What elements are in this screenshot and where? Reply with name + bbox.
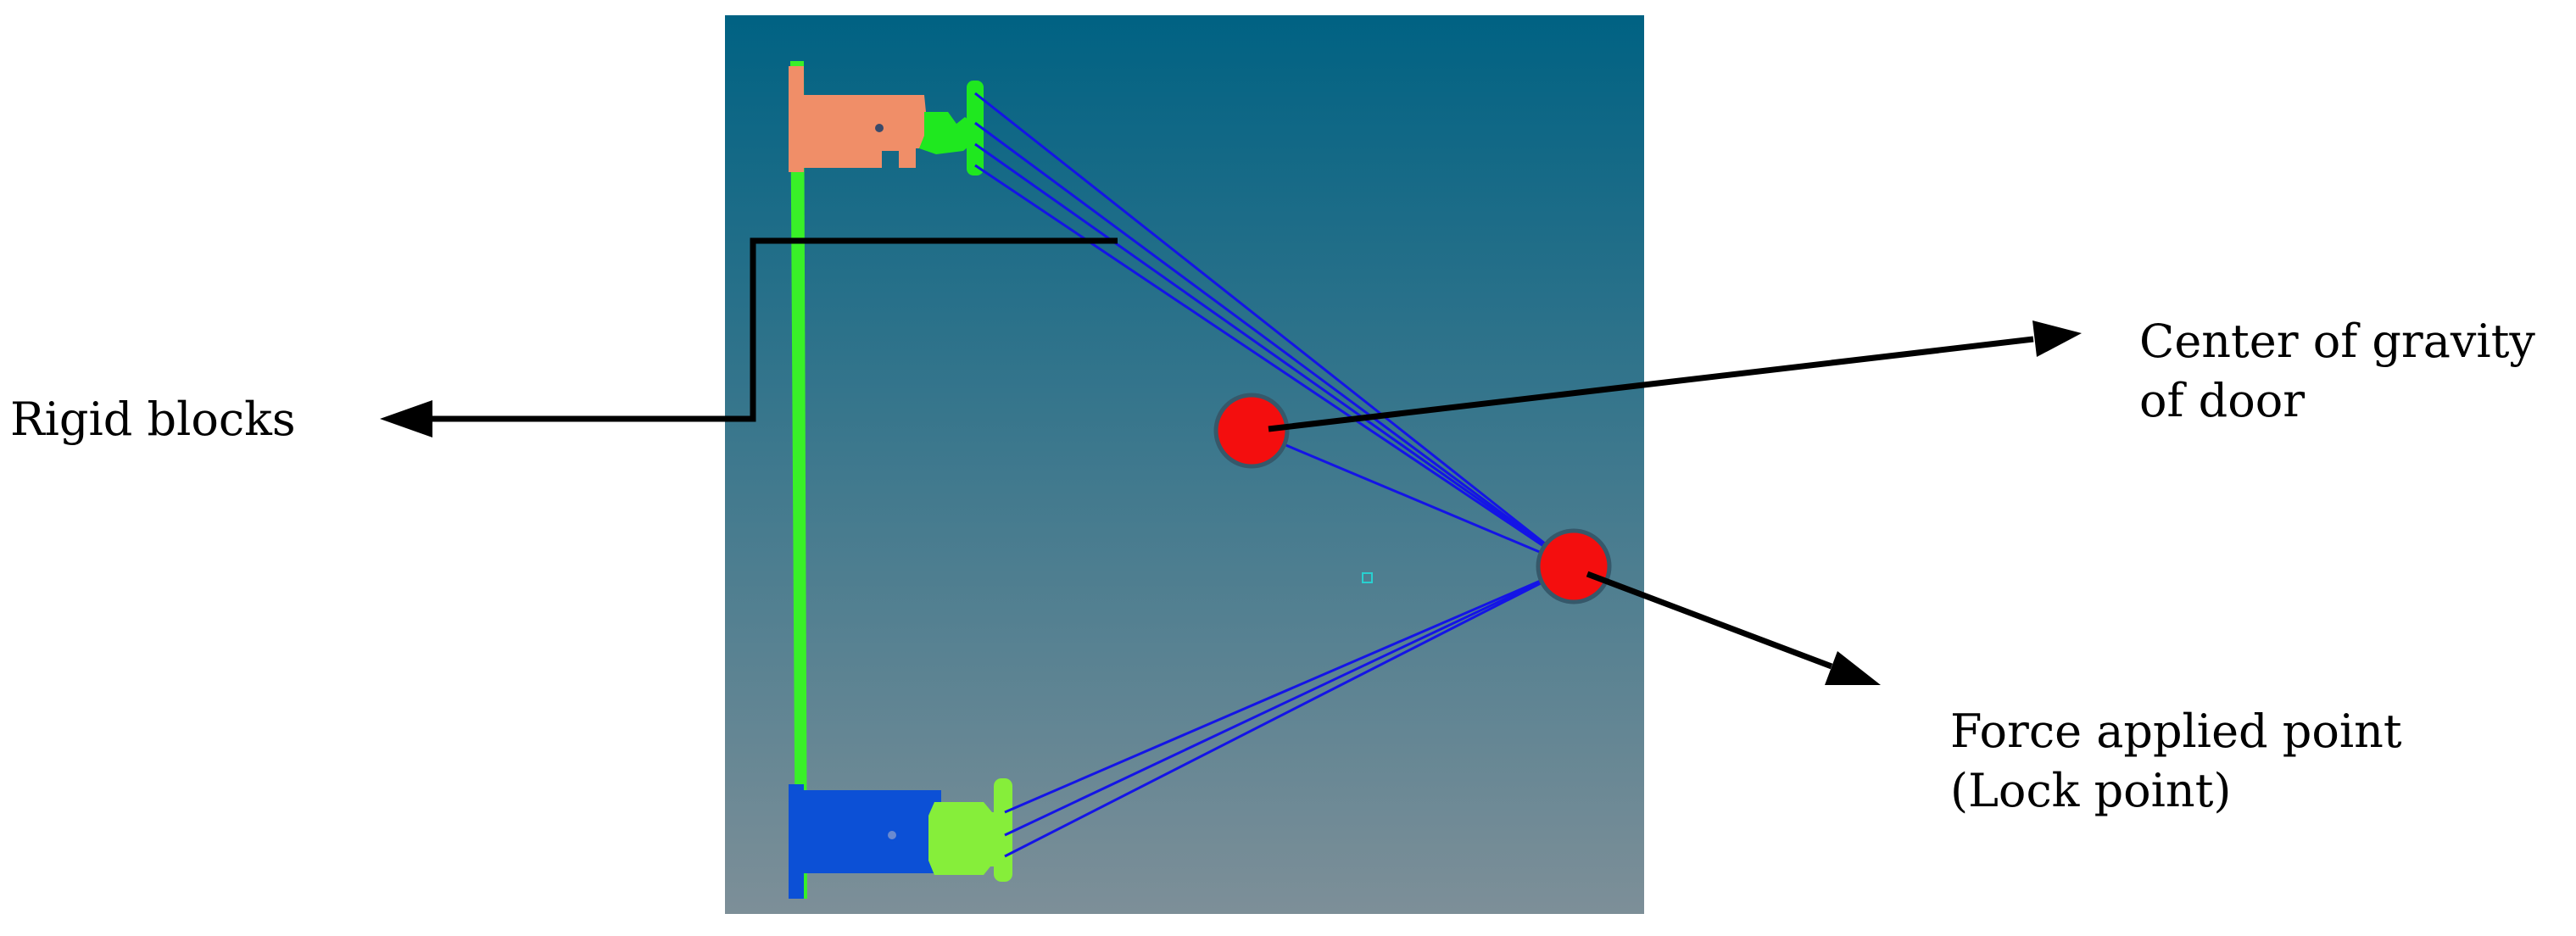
rigid-link-line	[1004, 565, 1575, 814]
force-applied-pointer	[1586, 571, 1881, 685]
rigid-link-line	[974, 121, 1575, 568]
lower-hinge-flange	[994, 778, 1012, 882]
rigid-link-line	[1251, 429, 1575, 568]
upper-hinge	[789, 66, 984, 176]
lower-hinge-block	[801, 790, 950, 873]
lower-hinge-plate	[789, 784, 804, 899]
rigid-link-lines	[974, 92, 1575, 858]
center-of-gravity-label: Center of gravity of door	[2139, 312, 2535, 431]
rigid-link-line	[974, 142, 1575, 568]
force-applied-leader	[1586, 571, 1833, 670]
center-of-gravity-pointer	[1268, 320, 2082, 432]
center-of-gravity-label-line: of door	[2139, 374, 2306, 428]
arrow-icon	[380, 400, 432, 437]
rigid-blocks-leader	[428, 237, 1118, 422]
upper-hinge-block	[801, 95, 943, 168]
upper-hinge-flange	[967, 81, 984, 176]
door-edge	[790, 61, 807, 899]
arrow-icon	[1825, 651, 1881, 685]
center-of-gravity-label-line: Center of gravity	[2139, 315, 2535, 368]
center-of-gravity-marker	[1213, 393, 1290, 469]
rigid-link-line	[974, 92, 1575, 568]
rigid-link-line	[1004, 565, 1575, 837]
rigid-blocks-pointer	[380, 237, 1118, 437]
arrow-icon	[2032, 320, 2082, 357]
lower-hinge-bracket	[928, 802, 1002, 875]
center-of-gravity-leader	[1268, 336, 2034, 432]
force-applied-point-label-line: Force applied point	[1950, 705, 2402, 758]
upper-hinge-plate	[789, 66, 804, 172]
force-applied-point-label-line: (Lock point)	[1950, 764, 2232, 818]
rigid-link-line	[1004, 565, 1575, 858]
rigid-link-line	[974, 164, 1575, 568]
upper-hinge-pin	[943, 127, 967, 139]
small-square-icon	[1362, 572, 1373, 583]
upper-hinge-hole	[875, 124, 884, 132]
lower-hinge-hole	[888, 831, 896, 839]
rigid-blocks-label: Rigid blocks	[10, 393, 296, 446]
lock-point-marker	[1536, 528, 1612, 604]
force-applied-point-label: Force applied point (Lock point)	[1950, 702, 2402, 821]
